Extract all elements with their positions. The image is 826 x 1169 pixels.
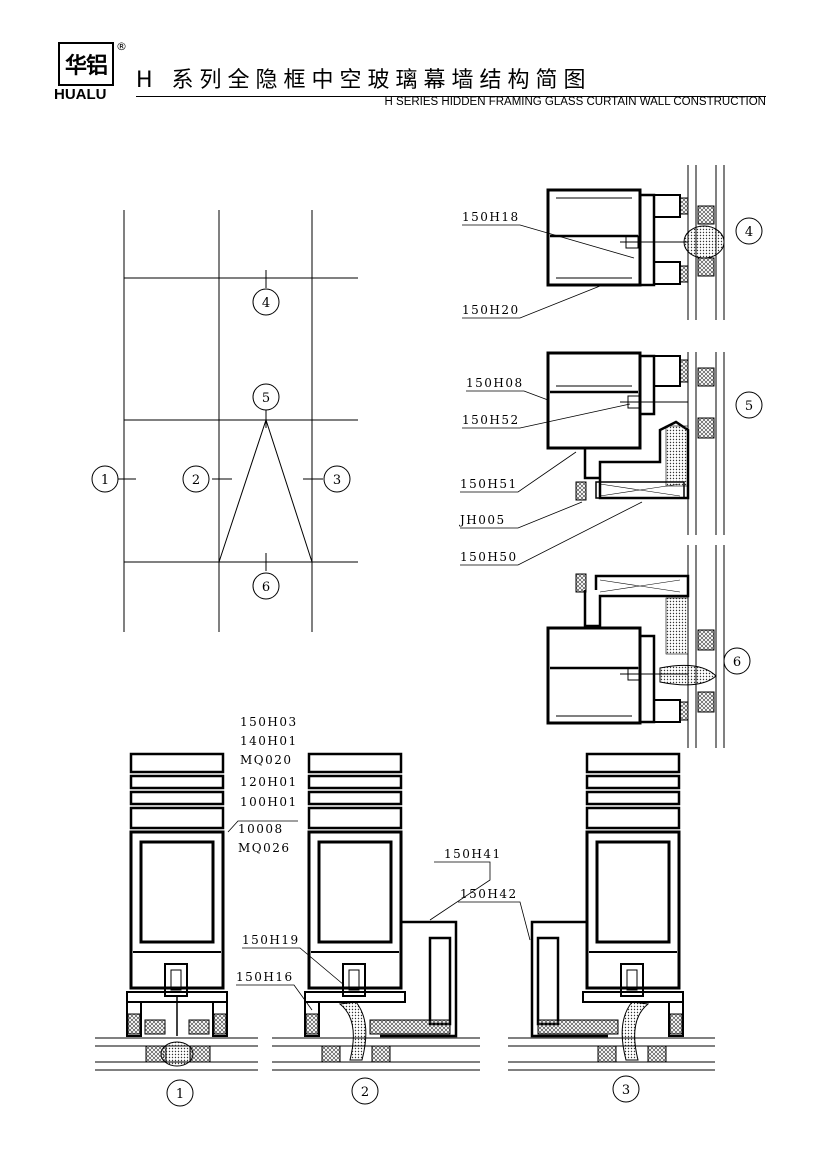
label-150h19: 150H19	[242, 933, 300, 947]
elevation-marker-6-label: 6	[262, 580, 270, 595]
elevation-marker-3-label: 3	[333, 473, 341, 488]
label-150h42: 150H42	[460, 887, 518, 901]
label-150h50: 150H50	[460, 550, 518, 564]
page-title-en: H SERIES HIDDEN FRAMING GLASS CURTAIN WA…	[384, 96, 766, 108]
detail-marker-2-label: 2	[361, 1085, 369, 1100]
label-10008: 10008	[238, 822, 284, 836]
detail-2-section	[304, 752, 458, 1061]
detail-4-section	[546, 188, 725, 287]
label-mq020: MQ020	[240, 753, 293, 767]
detail-6-section	[546, 573, 717, 725]
elevation-marker-5	[252, 383, 280, 411]
label-150h20: 150H20	[462, 303, 520, 317]
label-100h01: 100H01	[240, 795, 298, 809]
detail-marker-3: 3	[612, 1075, 640, 1103]
elevation-markers: 4 5 6 1 2 3	[91, 288, 351, 600]
label-120h01: 120H01	[240, 775, 298, 789]
label-150h18: 150H18	[462, 210, 520, 224]
detail-marker-1: 1	[166, 1079, 194, 1107]
logo-wordmark: HUALU	[54, 86, 107, 103]
detail-marker-5: 5	[735, 391, 763, 419]
detail-marker-1-label: 1	[176, 1087, 184, 1102]
detail-1-section	[126, 752, 228, 1037]
detail-marker-6: 6	[723, 647, 751, 675]
elevation-marker-6	[252, 572, 280, 600]
detail-3-section	[530, 752, 684, 1061]
detail-marker-5-label: 5	[745, 399, 753, 414]
detail-marker-3-label: 3	[622, 1083, 630, 1098]
registered-mark: ®	[116, 40, 127, 53]
bottom-labels: 150H03 140H01 MQ020 120H01 100H01 10008 …	[236, 715, 518, 984]
label-140h01: 140H01	[240, 734, 298, 748]
label-150h03: 150H03	[240, 715, 298, 729]
elevation-marker-4	[252, 288, 280, 316]
hualu-logo: 华铝 ® HUALU	[52, 40, 127, 104]
detail-marker-2: 2	[351, 1077, 379, 1105]
title-rule	[136, 96, 766, 97]
detail-marker-4-label: 4	[745, 225, 753, 240]
elevation-grid	[116, 210, 358, 632]
label-mq026: MQ026	[238, 841, 291, 855]
detail-5-section	[546, 351, 715, 501]
elevation-marker-2	[182, 465, 210, 493]
label-150h51: 150H51	[460, 477, 518, 491]
logo-mark: 华铝	[58, 42, 114, 86]
label-jh005: JH005	[458, 513, 506, 527]
right-labels: 150H18 150H20 150H08 150H52 150H51 JH005…	[458, 210, 524, 564]
elevation-marker-3	[323, 465, 351, 493]
elevation-marker-4-label: 4	[262, 296, 270, 311]
bottom-label-leaders	[227, 820, 531, 1011]
detail-marker-4: 4	[735, 217, 763, 245]
right-label-leaders	[460, 224, 643, 566]
elevation-marker-1	[91, 465, 119, 493]
elevation-marker-5-label: 5	[262, 391, 270, 406]
label-150h08: 150H08	[466, 376, 524, 390]
detail-marker-6-label: 6	[733, 655, 741, 670]
elevation-marker-2-label: 2	[192, 473, 200, 488]
label-150h16: 150H16	[236, 970, 294, 984]
glass-strip-horizontal	[95, 1037, 715, 1071]
label-150h41: 150H41	[444, 847, 502, 861]
elevation-marker-1-label: 1	[101, 473, 109, 488]
label-150h52: 150H52	[462, 413, 520, 427]
page-title-cn: H 系列全隐框中空玻璃幕墙结构简图	[136, 68, 592, 93]
